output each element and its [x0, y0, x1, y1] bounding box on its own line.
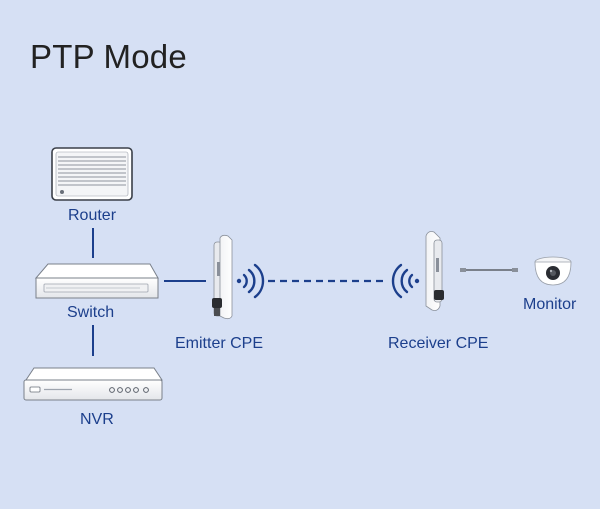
receiver-cpe-icon [425, 231, 444, 311]
switch-label: Switch [67, 304, 115, 321]
monitor-cable [460, 268, 518, 272]
monitor-label: Monitor [523, 296, 577, 313]
emitter-wifi-icon [236, 263, 265, 299]
page-title: PTP Mode [30, 38, 187, 75]
switch-icon [34, 263, 159, 299]
nvr-label: NVR [80, 411, 114, 428]
emitter-cpe-label: Emitter CPE [175, 335, 264, 352]
nvr-icon [23, 367, 163, 401]
router-icon [51, 147, 133, 201]
router-label: Router [68, 207, 117, 224]
camera-icon [534, 256, 572, 286]
receiver-wifi-icon [391, 263, 420, 299]
receiver-cpe-label: Receiver CPE [388, 335, 489, 352]
emitter-cpe-icon [212, 234, 233, 320]
